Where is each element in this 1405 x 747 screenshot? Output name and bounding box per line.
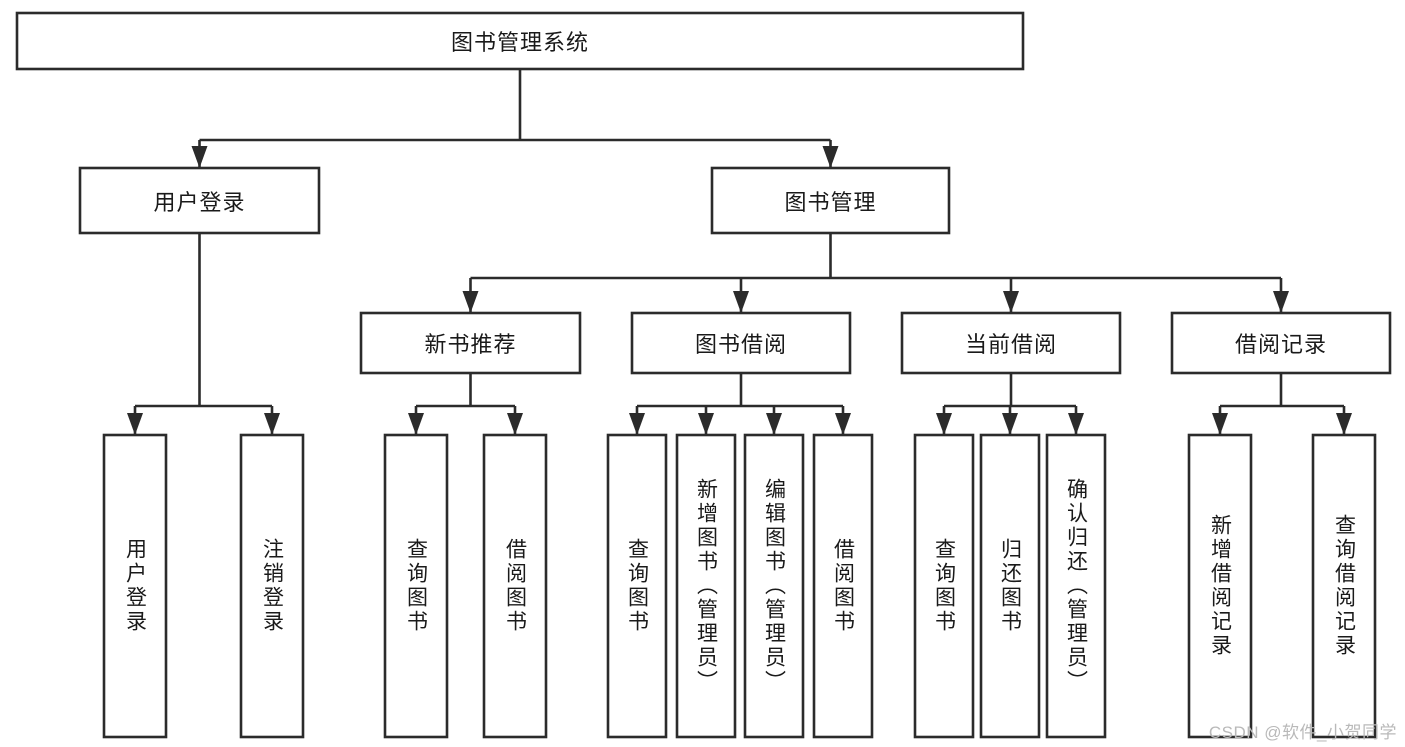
- arrow-head-icon: [191, 146, 208, 168]
- node-box-book-borrow[interactable]: [630, 311, 852, 375]
- arrow-head-icon: [1002, 413, 1018, 435]
- node-box-leaf-user-login[interactable]: [102, 433, 168, 739]
- arrow-head-icon: [936, 413, 952, 435]
- arrow-head-icon: [822, 146, 839, 168]
- node-box-leaf-borrow-book-2[interactable]: [812, 433, 874, 739]
- connector-layer: [127, 69, 1352, 435]
- arrow-head-icon: [264, 413, 280, 435]
- node-box-book-manage[interactable]: [710, 166, 951, 235]
- arrow-head-icon: [733, 291, 749, 313]
- arrow-head-icon: [127, 413, 143, 435]
- node-box-leaf-borrow-book-1[interactable]: [482, 433, 548, 739]
- node-box-borrow-record[interactable]: [1170, 311, 1392, 375]
- node-box-leaf-confirm-return[interactable]: [1045, 433, 1107, 739]
- arrow-head-icon: [462, 291, 479, 313]
- arrow-head-icon: [1212, 413, 1228, 435]
- node-box-leaf-edit-book[interactable]: [743, 433, 805, 739]
- node-layer: [15, 11, 1392, 739]
- node-box-leaf-logout[interactable]: [239, 433, 305, 739]
- arrow-head-icon: [1068, 413, 1084, 435]
- arrow-head-icon: [1273, 291, 1289, 313]
- arrow-head-icon: [1003, 291, 1019, 313]
- node-box-new-book-recommend[interactable]: [359, 311, 582, 375]
- node-box-leaf-query-book-1[interactable]: [383, 433, 449, 739]
- node-box-user-login[interactable]: [78, 166, 321, 235]
- node-box-leaf-query-book-2[interactable]: [606, 433, 668, 739]
- node-box-current-borrow[interactable]: [900, 311, 1122, 375]
- arrow-head-icon: [766, 413, 782, 435]
- arrow-head-icon: [507, 413, 523, 435]
- node-box-leaf-return-book[interactable]: [979, 433, 1041, 739]
- arrow-head-icon: [835, 413, 851, 435]
- node-box-leaf-query-book-3[interactable]: [913, 433, 975, 739]
- node-box-root[interactable]: [15, 11, 1025, 71]
- node-box-leaf-add-record[interactable]: [1187, 433, 1253, 739]
- node-box-leaf-query-record[interactable]: [1311, 433, 1377, 739]
- arrow-head-icon: [408, 413, 424, 435]
- arrow-head-icon: [1336, 413, 1352, 435]
- arrow-head-icon: [698, 413, 714, 435]
- node-box-leaf-add-book[interactable]: [675, 433, 737, 739]
- arrow-head-icon: [629, 413, 645, 435]
